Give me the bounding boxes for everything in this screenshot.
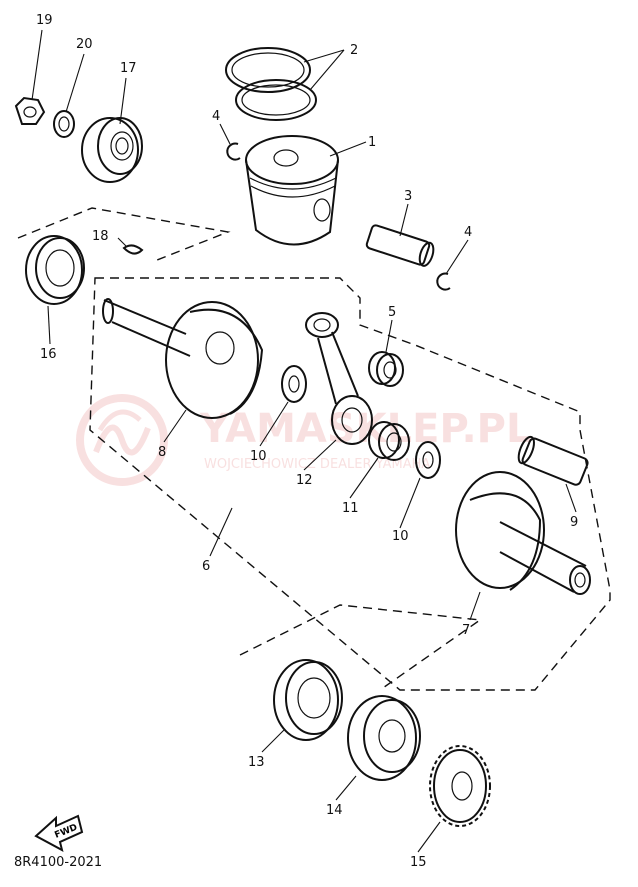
- callout-19: 19: [36, 13, 53, 28]
- callout-10: 10: [392, 529, 409, 544]
- crank-left-part[interactable]: [102, 298, 264, 419]
- primary-gear-part[interactable]: [429, 745, 491, 827]
- circlip-part[interactable]: [226, 142, 241, 161]
- callout-9: 9: [570, 515, 578, 530]
- callout-13: 13: [248, 755, 265, 770]
- small-end-bearing-part[interactable]: [368, 351, 404, 387]
- bearing-left-part[interactable]: [25, 235, 85, 305]
- diagram-code: 8R4100-2021: [14, 855, 102, 870]
- nut-part[interactable]: [14, 96, 46, 125]
- bearing-group-outline: [17, 207, 231, 263]
- callout-15: 15: [410, 855, 427, 870]
- callout-8: 8: [158, 445, 166, 460]
- watermark-brand: YAMASKLEP.PL: [199, 406, 531, 452]
- big-end-bearing-part[interactable]: [368, 421, 410, 461]
- callout-18: 18: [92, 229, 109, 244]
- callout-11: 11: [342, 501, 359, 516]
- callout-4: 4: [464, 225, 472, 240]
- watermark-logo-icon: [76, 394, 168, 486]
- fwd-arrow-icon: FWD: [34, 814, 84, 852]
- callout-7: 7: [462, 623, 470, 638]
- callout-17: 17: [120, 61, 137, 76]
- bearing-seal-group-outline: [239, 604, 482, 691]
- callout-5: 5: [388, 305, 396, 320]
- callout-6: 6: [202, 559, 210, 574]
- thrust-washer-part[interactable]: [415, 441, 441, 479]
- callout-10: 10: [250, 449, 267, 464]
- connecting-rod-part[interactable]: [305, 312, 373, 445]
- assembly-outlines: [17, 207, 611, 691]
- bearing-right-part[interactable]: [273, 659, 343, 741]
- crankshaft-assembly-outline: [89, 277, 611, 691]
- callout-20: 20: [76, 37, 93, 52]
- callout-12: 12: [296, 473, 313, 488]
- leader-lines: [31, 29, 577, 853]
- callout-3: 3: [404, 189, 412, 204]
- watermark-tagline: WOJCIECHOWICZ DEALER YAMAHA: [204, 457, 430, 472]
- thrust-washer-part[interactable]: [281, 365, 307, 403]
- callout-16: 16: [40, 347, 57, 362]
- callout-labels: 19 20 17 2 4 1 3 4 18 16 5 8 10 12 11 10…: [36, 13, 578, 870]
- callout-4: 4: [212, 109, 220, 124]
- circlip-part[interactable]: [436, 272, 451, 291]
- callout-14: 14: [326, 803, 343, 818]
- piston-part[interactable]: [245, 135, 339, 246]
- oil-seal-right-part[interactable]: [347, 695, 421, 781]
- crank-right-part[interactable]: [455, 471, 591, 595]
- oil-seal-part[interactable]: [81, 117, 143, 183]
- piston-pin-part[interactable]: [365, 224, 436, 267]
- woodruff-key-part[interactable]: [122, 244, 144, 255]
- piston-rings-part[interactable]: [225, 47, 317, 121]
- callout-2: 2: [350, 43, 358, 58]
- crank-pin-part[interactable]: [516, 435, 590, 486]
- watermark: YAMASKLEP.PL WOJCIECHOWICZ DEALER YAMAHA: [76, 394, 531, 486]
- callout-1: 1: [368, 135, 376, 150]
- washer-part[interactable]: [53, 110, 75, 138]
